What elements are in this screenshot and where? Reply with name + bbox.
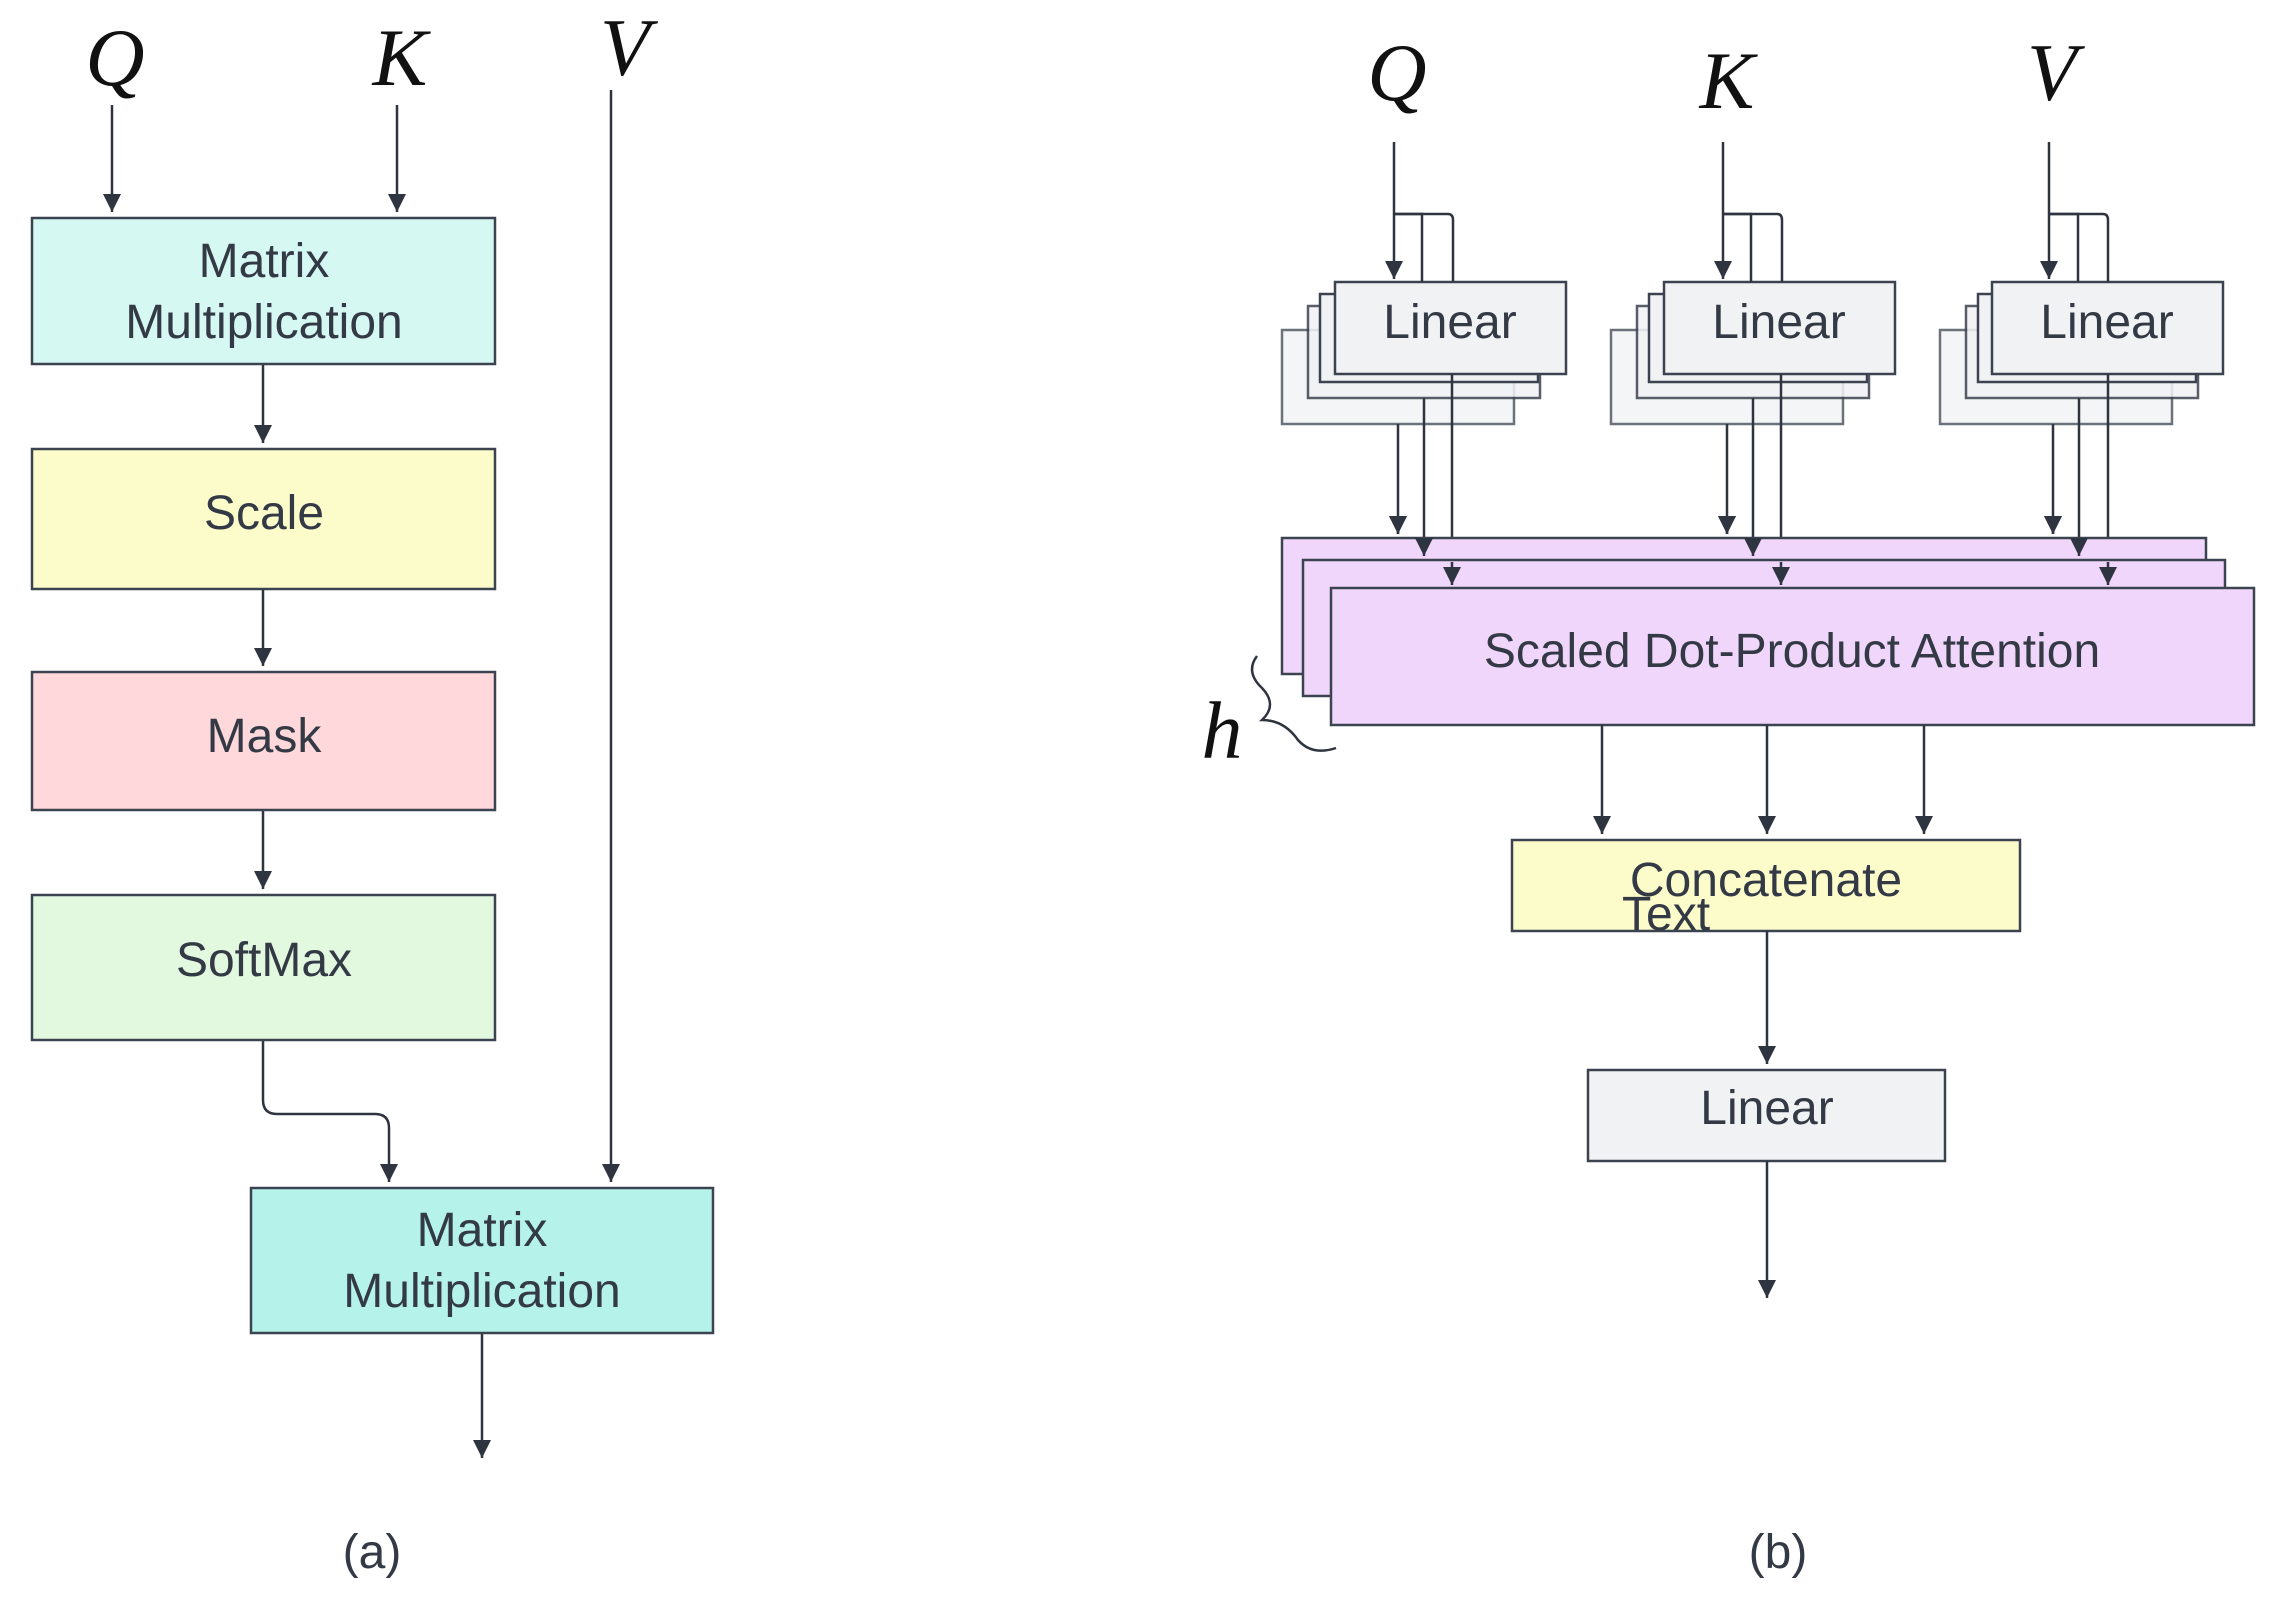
panel-b-k-label: K [1699, 35, 1759, 126]
panel-a-caption: (a) [343, 1526, 402, 1579]
softmax-box-rect [30, 893, 497, 1042]
heads-brace [1250, 655, 1337, 752]
arrow-k-branch-2 [1723, 212, 1784, 282]
panel-a: Q K V Matrix Multiplication Scale Mask S… [30, 2, 715, 1579]
panel-b-v-label: V [2027, 27, 2085, 118]
concat-box-rect [1510, 838, 2022, 933]
linear-out-rect [1586, 1068, 1947, 1163]
concat-line2: Text [1622, 888, 1710, 941]
linear-q-stack: Linear [1280, 280, 1568, 426]
attention-label: Scaled Dot-Product Attention [1484, 625, 2100, 678]
arrow-softmax-to-matmul2 [261, 1040, 398, 1182]
concat-box: Concatenate Text [1510, 838, 2022, 941]
arrow-k-branch-1 [1723, 212, 1753, 282]
linear-out-label: Linear [1700, 1082, 1833, 1135]
linear-q-label: Linear [1383, 296, 1516, 349]
scale-label: Scale [204, 487, 324, 540]
arrow-q-branch-2 [1394, 212, 1455, 282]
matmul-box-2-rect [249, 1186, 715, 1335]
matmul-box-1-line2: Multiplication [125, 296, 402, 349]
linear-k-label: Linear [1712, 296, 1845, 349]
linear-q-box [1333, 280, 1568, 376]
arrow-q-branch-1 [1394, 212, 1424, 282]
matmul-box-2: Matrix Multiplication [249, 1186, 715, 1335]
concat-line1: Concatenate [1630, 854, 1902, 907]
linear-v-label: Linear [2040, 296, 2173, 349]
heads-label: h [1202, 685, 1243, 776]
attention-box [1329, 586, 2256, 727]
matmul-box-1-line1: Matrix [199, 235, 330, 288]
panel-b-caption: (b) [1749, 1526, 1808, 1579]
mask-box: Mask [30, 670, 497, 812]
linear-v-box [1990, 280, 2225, 376]
panel-b-q-label: Q [1367, 27, 1426, 118]
softmax-label: SoftMax [176, 934, 352, 987]
panel-b: Q K V Linear Linear [1202, 27, 2256, 1579]
matmul-box-2-line1: Matrix [417, 1204, 548, 1257]
arrow-v-branch-2 [2049, 212, 2110, 282]
softmax-box: SoftMax [30, 893, 497, 1042]
linear-out-box: Linear [1586, 1068, 1947, 1163]
matmul-box-2-line2: Multiplication [343, 1265, 620, 1318]
linear-k-box [1662, 280, 1897, 376]
matmul-box-1: Matrix Multiplication [30, 216, 497, 366]
panel-a-q-label: Q [85, 12, 144, 103]
matmul-box-1-rect [30, 216, 497, 366]
linear-k-stack: Linear [1609, 280, 1897, 426]
mask-box-rect [30, 670, 497, 812]
scale-box-rect [30, 447, 497, 591]
linear-v-stack: Linear [1938, 280, 2225, 426]
scale-box: Scale [30, 447, 497, 591]
panel-a-v-label: V [600, 2, 658, 93]
mask-label: Mask [207, 710, 323, 763]
arrow-v-branch-1 [2049, 212, 2080, 282]
panel-a-k-label: K [372, 12, 432, 103]
